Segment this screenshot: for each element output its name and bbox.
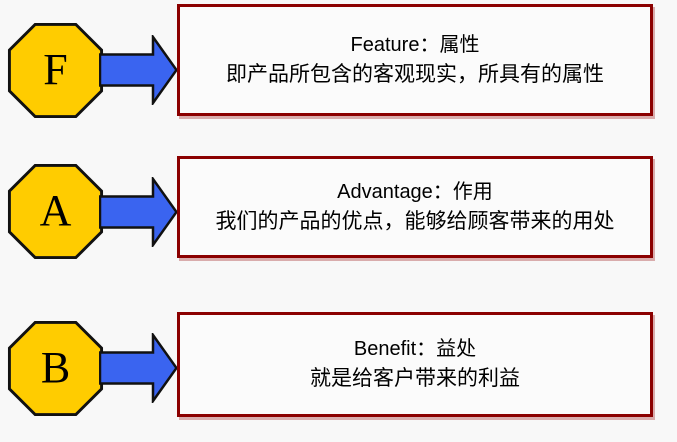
- octagon-shape: [7, 163, 104, 260]
- advantage-description: 我们的产品的优点，能够给顾客带来的用处: [215, 209, 615, 233]
- octagon-letter-b: B: [40, 342, 71, 392]
- octagon-letter-a: A: [39, 185, 72, 235]
- advantage-box: Advantage：作用 我们的产品的优点，能够给顾客带来的用处: [177, 156, 653, 258]
- right-arrow-icon: [99, 35, 178, 105]
- benefit-title: Benefit：益处: [353, 338, 477, 361]
- feature-box: Feature：属性 即产品所包含的客观现实，所具有的属性: [177, 4, 653, 116]
- octagon-advantage: A: [7, 163, 104, 260]
- feature-description: 即产品所包含的客观现实，所具有的属性: [226, 62, 604, 86]
- right-arrow-icon: [99, 333, 178, 403]
- benefit-description: 就是给客户带来的利益: [310, 367, 520, 391]
- benefit-box: Benefit：益处 就是给客户带来的利益: [177, 312, 653, 417]
- octagon-benefit: B: [7, 320, 104, 417]
- right-arrow-icon: [99, 177, 178, 247]
- advantage-title: Advantage：作用: [337, 180, 493, 203]
- octagon-shape: [7, 22, 104, 119]
- octagon-shape: [7, 320, 104, 417]
- feature-title: Feature：属性: [350, 33, 480, 56]
- octagon-feature: F: [7, 22, 104, 119]
- octagon-letter-f: F: [43, 44, 68, 94]
